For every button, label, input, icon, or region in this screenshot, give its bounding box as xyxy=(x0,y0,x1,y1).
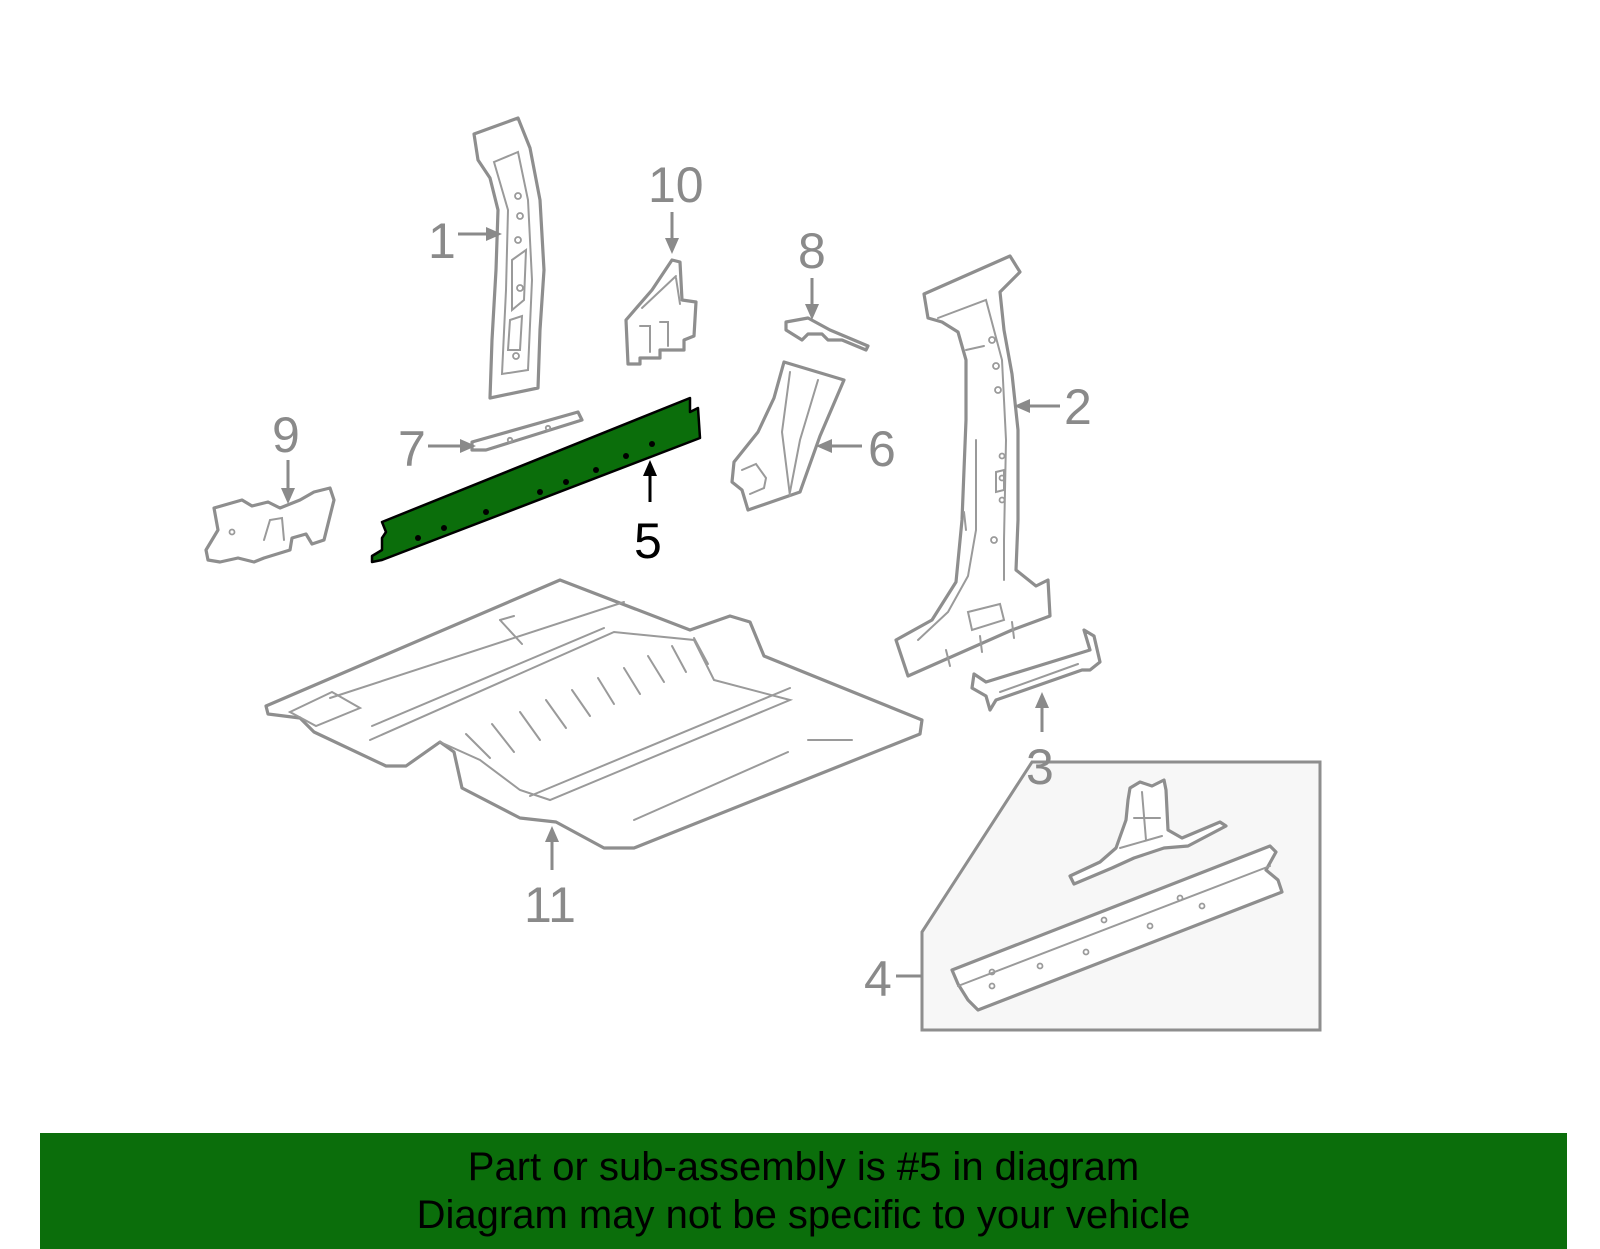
part-3-bracket[interactable] xyxy=(970,628,1102,712)
banner-line-1: Part or sub-assembly is #5 in diagram xyxy=(467,1145,1140,1189)
banner-line-2: Diagram may not be specific to your vehi… xyxy=(416,1193,1191,1237)
part-5-rocker-highlighted[interactable] xyxy=(370,396,702,564)
part-11-floor-pan[interactable] xyxy=(264,578,924,850)
leader-11 xyxy=(545,826,559,870)
leader-6 xyxy=(816,439,862,453)
part-2-pillar[interactable] xyxy=(894,254,1052,678)
callout-4: 4 xyxy=(864,951,892,1007)
callout-11: 11 xyxy=(524,877,576,933)
callout-5: 5 xyxy=(634,513,662,569)
part-10-bracket[interactable] xyxy=(624,258,698,366)
info-banner: Part or sub-assembly is #5 in diagram Di… xyxy=(40,1133,1567,1249)
callout-9: 9 xyxy=(272,407,300,463)
callout-6: 6 xyxy=(868,421,896,477)
callout-3: 3 xyxy=(1026,739,1054,795)
leader-7 xyxy=(428,439,476,453)
callout-10: 10 xyxy=(648,157,704,213)
part-9-bracket[interactable] xyxy=(204,486,336,564)
part-8-bracket[interactable] xyxy=(784,316,870,352)
part-4-inset[interactable] xyxy=(920,760,1322,1032)
leader-5 xyxy=(643,460,657,502)
callout-7: 7 xyxy=(398,421,426,477)
part-6-reinforcement[interactable] xyxy=(730,360,846,512)
part-7-strip[interactable] xyxy=(470,410,584,452)
part-1-pillar[interactable] xyxy=(472,116,546,400)
leader-9 xyxy=(281,460,295,504)
leader-10 xyxy=(665,212,679,254)
callout-8: 8 xyxy=(798,223,826,279)
leader-8 xyxy=(805,278,819,320)
leader-2 xyxy=(1014,399,1060,413)
leader-1 xyxy=(458,227,502,241)
callout-2: 2 xyxy=(1064,379,1092,435)
callout-1: 1 xyxy=(428,213,456,269)
leader-3 xyxy=(1035,692,1049,732)
